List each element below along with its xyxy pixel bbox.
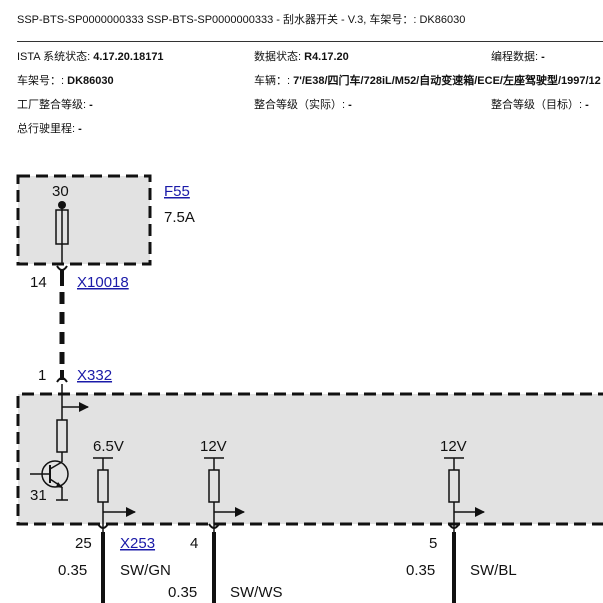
pin-5-label: 5 [429,535,437,552]
connector-x10018-pin [56,265,68,271]
data-status-value: R4.17.20 [304,51,349,63]
total-mileage-value: - [78,123,82,135]
vehicle-value: 7'/E38/四门车/728iL/M52/自动变速箱/ECE/左座驾驶型/199… [293,75,601,87]
target-integration-level-label: 整合等级（目标）: [491,99,586,111]
wire-c-size-label: 0.35 [406,562,435,579]
document-title: SSP-BTS-SP0000000333 SSP-BTS-SP000000033… [17,14,466,26]
ista-status: ISTA 系统状态: 4.17.20.18171 [17,48,164,64]
connector-x332-link[interactable]: X332 [77,367,112,384]
transistor-pin-label: 31 [30,487,47,504]
voltage-label-3: 12V [440,438,467,455]
pullup-branch-1 [93,457,136,536]
vehicle-label: 车辆：: [254,75,294,87]
connector-x10018-link[interactable]: X10018 [77,274,129,291]
target-integration-level-value: - [585,99,589,111]
wire-b-size-label: 0.35 [168,584,197,601]
actual-integration-level-value: - [348,99,352,111]
wire-c-color-label: SW/BL [470,562,517,579]
fuse-box-fill [18,176,150,264]
transistor-symbol [30,460,69,501]
pullup-branch-2 [204,457,245,536]
connector-x332-pin-label: 1 [38,367,46,384]
total-mileage-label: 总行驶里程: [17,123,79,135]
total-mileage: 总行驶里程: - [17,120,82,136]
programming-data: 编程数据: - [491,48,545,64]
programming-data-label: 编程数据: [491,51,542,63]
connector-x253-link[interactable]: X253 [120,535,155,552]
connector-x253-pin-5 [448,523,460,529]
data-status-label: 数据状态: [254,51,305,63]
control-module-border [16,392,603,526]
connector-x253-pin-25 [97,523,109,529]
pin-25-label: 25 [75,535,92,552]
actual-integration-level: 整合等级（实际）: - [254,96,352,112]
vehicle: 车辆：: 7'/E38/四门车/728iL/M52/自动变速箱/ECE/左座驾驶… [254,72,601,88]
wire-a-size-label: 0.35 [58,562,87,579]
connector-x253-pin-4 [208,523,220,529]
pullup-branch-3 [444,457,485,536]
data-status: 数据状态: R4.17.20 [254,48,349,64]
transistor-emitter-arrow [56,482,63,488]
ista-status-value: 4.17.20.18171 [93,51,164,63]
fuse-link[interactable]: F55 [164,183,190,200]
wire-a-color-label: SW/GN [120,562,171,579]
vin: 车架号：: DK86030 [17,72,114,88]
transistor-collector [49,461,63,470]
factory-integration-level-label: 工厂整合等级: [17,99,90,111]
vin-value: DK86030 [67,75,114,87]
voltage-label-1: 6.5V [93,438,124,455]
control-module-fill [18,394,603,524]
fuse-box [16,174,152,266]
connector-x10018-pin-label: 14 [30,274,47,291]
control-module-box [16,392,603,526]
programming-data-value: - [541,51,545,63]
wire-b-color-label: SW/WS [230,584,283,601]
target-integration-level: 整合等级（目标）: - [491,96,589,112]
voltage-label-2: 12V [200,438,227,455]
ista-status-label: ISTA 系统状态: [17,51,94,63]
fuse-pin-label: 30 [52,183,69,200]
pin-4-label: 4 [190,535,198,552]
vin-label: 车架号：: [17,75,68,87]
factory-integration-level-value: - [89,99,93,111]
fuse-rating-label: 7.5A [164,209,195,226]
factory-integration-level: 工厂整合等级: - [17,96,93,112]
header-divider [17,41,603,42]
fuse-box-border [16,174,152,266]
actual-integration-level-label: 整合等级（实际）: [254,99,349,111]
